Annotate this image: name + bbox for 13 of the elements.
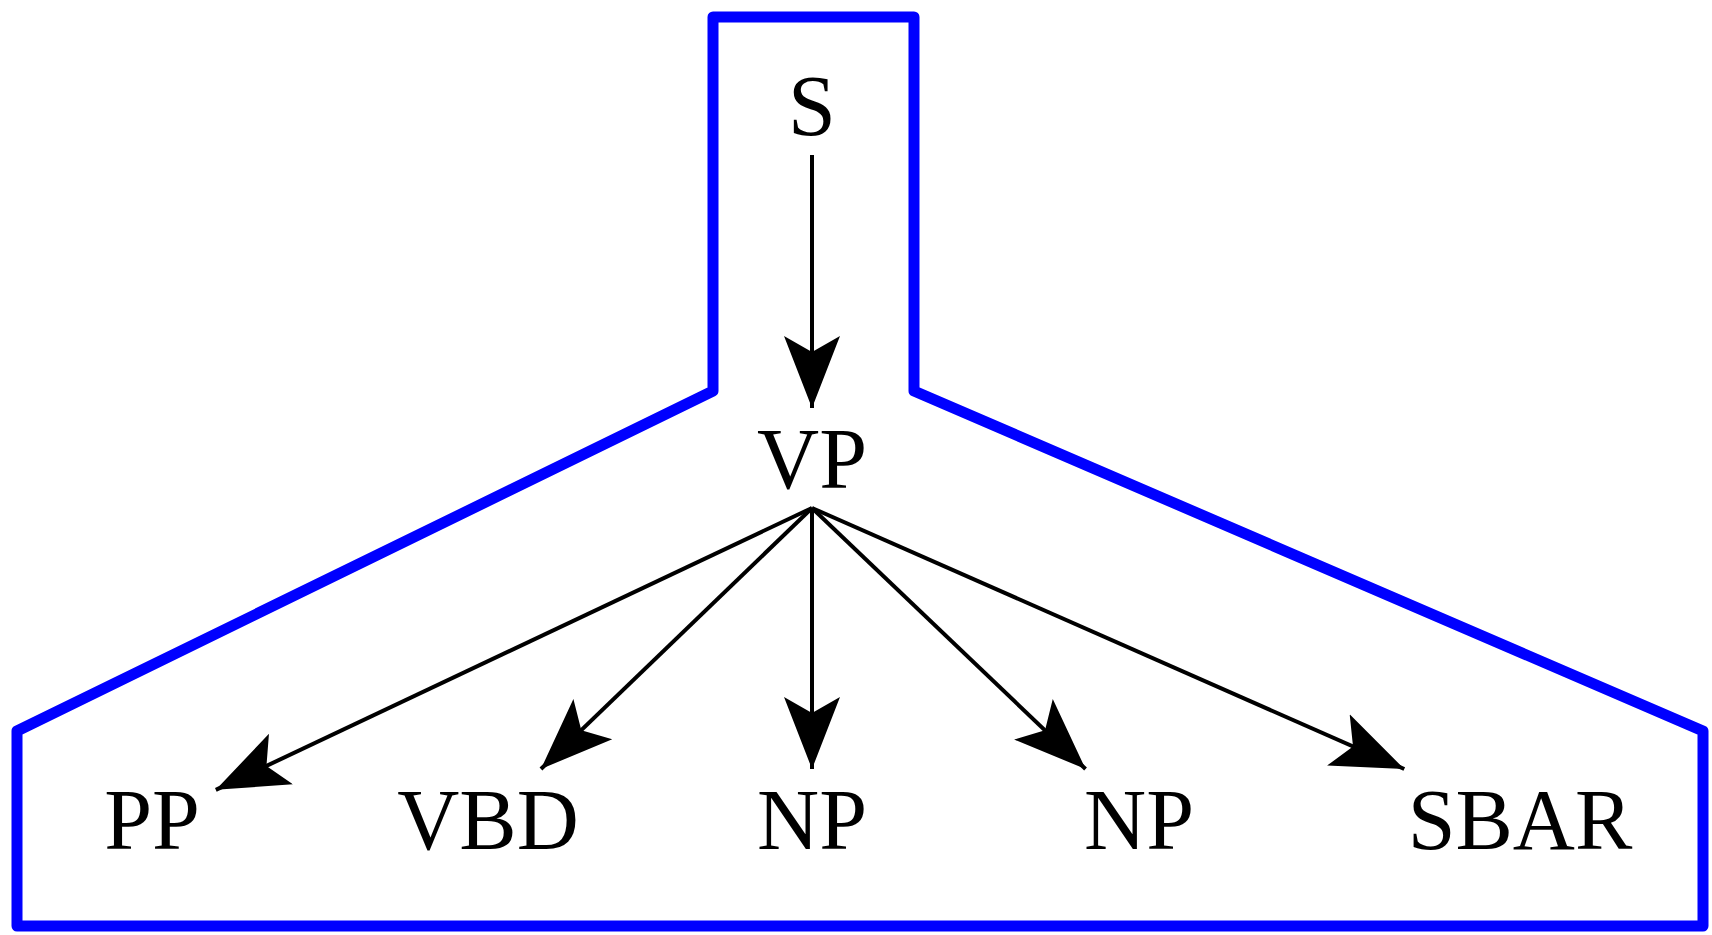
arrow: [810, 506, 1087, 771]
tree-label: PP: [102, 777, 202, 863]
arrow: [811, 506, 1406, 771]
tree-label: NP: [1082, 777, 1196, 863]
tree-label: S: [786, 63, 838, 149]
tree-label: SBAR: [1405, 777, 1635, 863]
arrow: [784, 508, 840, 769]
arrow: [539, 506, 814, 771]
arrow: [215, 506, 813, 792]
tree-label: VP: [755, 416, 869, 502]
arrow: [784, 155, 840, 408]
tree-label: NP: [755, 777, 869, 863]
tree-label: VBD: [395, 777, 581, 863]
